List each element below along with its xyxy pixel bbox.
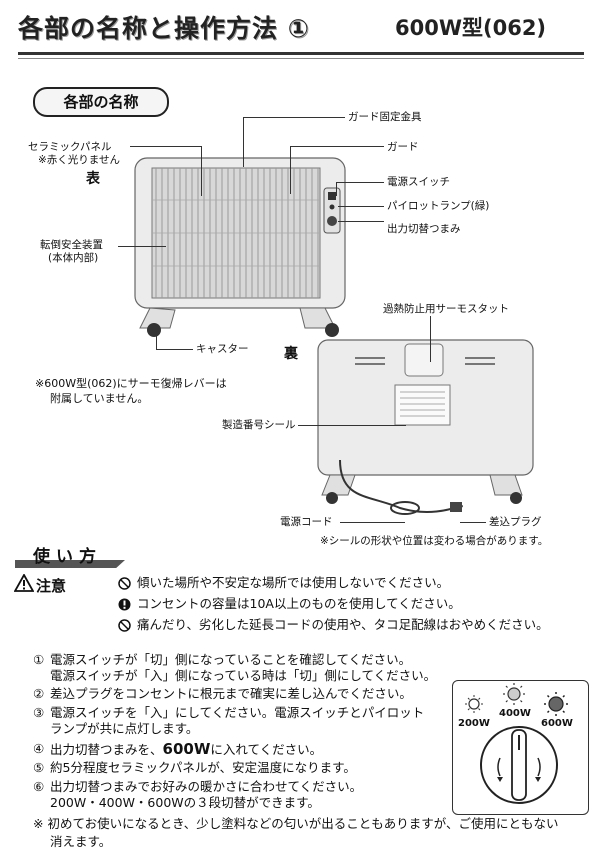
warning-triangle-icon	[14, 574, 34, 592]
dial-box	[452, 680, 589, 815]
step-1-line2: 電源スイッチが「入」側になっている時は「切」側にしてください。	[50, 668, 437, 683]
label-pilot-lamp: パイロットランプ(緑)	[387, 200, 490, 212]
back-left-caster	[326, 492, 338, 504]
label-power-cord: 電源コード	[280, 516, 333, 528]
back-right-foot	[489, 474, 523, 496]
page-header: 各部の名称と操作方法 ① 600W型(062)	[0, 0, 600, 74]
label-ceramic-panel: セラミックパネル	[28, 141, 112, 153]
step-6-line2: 200W・400W・600Wの３段切替ができます。	[50, 795, 320, 810]
step-2-num: ②	[33, 686, 45, 701]
sun-600-icon	[544, 692, 568, 716]
dial-arrow-right	[537, 757, 541, 777]
label-serial-sticker: 製造番号シール	[222, 419, 296, 431]
back-right-caster	[510, 492, 522, 504]
step-4-num: ④	[33, 741, 45, 756]
dial-knob	[511, 729, 527, 801]
plug-shape	[450, 502, 462, 512]
caution-3: 痛んだり、劣化した延長コードの使用や、タコ足配線はおやめください。	[137, 617, 549, 632]
label-guard-fixing: ガード固定金具	[348, 111, 422, 123]
label-caster: キャスター	[196, 343, 249, 355]
label-front: 表	[86, 171, 100, 187]
page-title: 各部の名称と操作方法 ①	[18, 14, 310, 43]
label-ceramic-note: ※赤く光りません	[38, 154, 120, 166]
label-back: 裏	[284, 346, 298, 362]
label-thermostat: 過熱防止用サーモスタット	[383, 303, 509, 315]
left-foot	[139, 307, 176, 329]
usage-label-bar	[15, 560, 125, 568]
header-rule-thin	[18, 58, 584, 59]
step-4-text: 出力切替つまみを、600Wに入れてください。	[50, 740, 323, 758]
right-caster	[325, 323, 339, 337]
step-3-line1: 電源スイッチを「入」にしてください。電源スイッチとパイロット	[50, 705, 425, 720]
label-guard: ガード	[387, 141, 419, 153]
dial-label-400: 400W	[499, 708, 531, 719]
note-lever-line2: 附属していません。	[50, 392, 149, 405]
dial-label-200: 200W	[458, 718, 490, 729]
step-4-emphasis: 600W	[162, 740, 211, 758]
back-left-foot	[321, 474, 356, 496]
step-3-line2: ランプが共に点灯します。	[50, 721, 199, 736]
pilot-lamp-icon	[329, 204, 335, 210]
step-2-line1: 差込プラグをコンセントに根元まで確実に差し込んでください。	[50, 686, 412, 701]
step-5-num: ⑤	[33, 760, 45, 775]
step-6-num: ⑥	[33, 779, 45, 794]
usage-section-label: 使い方	[15, 540, 125, 568]
dial-label-600: 600W	[541, 718, 573, 729]
prohibited-icon	[118, 577, 131, 590]
model-label: 600W型(062)	[395, 16, 547, 40]
note-lever-line1: ※600W型(062)にサーモ復帰レバーは	[35, 377, 227, 390]
heater-back-illustration	[317, 339, 534, 515]
caution-2: コンセントの容量は10A以上のものを使用してください。	[137, 596, 461, 611]
caution-1: 傾いた場所や不安定な場所では使用しないでください。	[137, 575, 450, 590]
step-1-num: ①	[33, 652, 45, 667]
heater-front-illustration	[134, 157, 346, 337]
note-sticker: ※シールの形状や位置は変わる場合があります。	[320, 535, 549, 547]
step-5-line1: 約5分程度セラミックパネルが、安定温度になります。	[50, 760, 356, 775]
power-switch-icon	[328, 192, 336, 200]
left-caster	[147, 323, 161, 337]
label-tip-over-note: (本体内部)	[48, 252, 99, 264]
label-power-switch: 電源スイッチ	[387, 176, 450, 188]
header-rule	[18, 52, 584, 55]
serial-sticker	[394, 384, 451, 426]
vent-slots	[355, 357, 495, 365]
caution-label: 注意	[36, 577, 67, 595]
label-tip-over-device: 転倒安全装置	[40, 239, 103, 251]
step-1-line1: 電源スイッチが「切」側になっていることを確認してください。	[50, 652, 412, 667]
prohibited-icon-2	[118, 619, 131, 632]
step-3-num: ③	[33, 705, 45, 720]
sun-200-icon	[465, 695, 483, 713]
footnote-line1: ※ 初めてお使いになるとき、少し塗料などの匂いが出ることもありますが、ご使用にと…	[33, 816, 559, 831]
sun-400-icon	[503, 683, 525, 705]
label-output-knob: 出力切替つまみ	[387, 223, 461, 235]
output-knob-icon	[327, 216, 337, 226]
guard-horizontal	[152, 199, 320, 267]
thermostat-cover	[404, 343, 444, 377]
mandatory-icon	[118, 598, 131, 611]
cord-coil	[390, 501, 420, 515]
dial-arrow-left	[497, 757, 501, 777]
parts-section-label: 各部の名称	[33, 87, 169, 117]
label-plug: 差込プラグ	[489, 516, 542, 528]
step-6-line1: 出力切替つまみでお好みの暖かさに合わせてください。	[50, 779, 363, 794]
footnote-line2: 消えます。	[50, 834, 112, 849]
output-dial-illustration	[465, 683, 568, 804]
